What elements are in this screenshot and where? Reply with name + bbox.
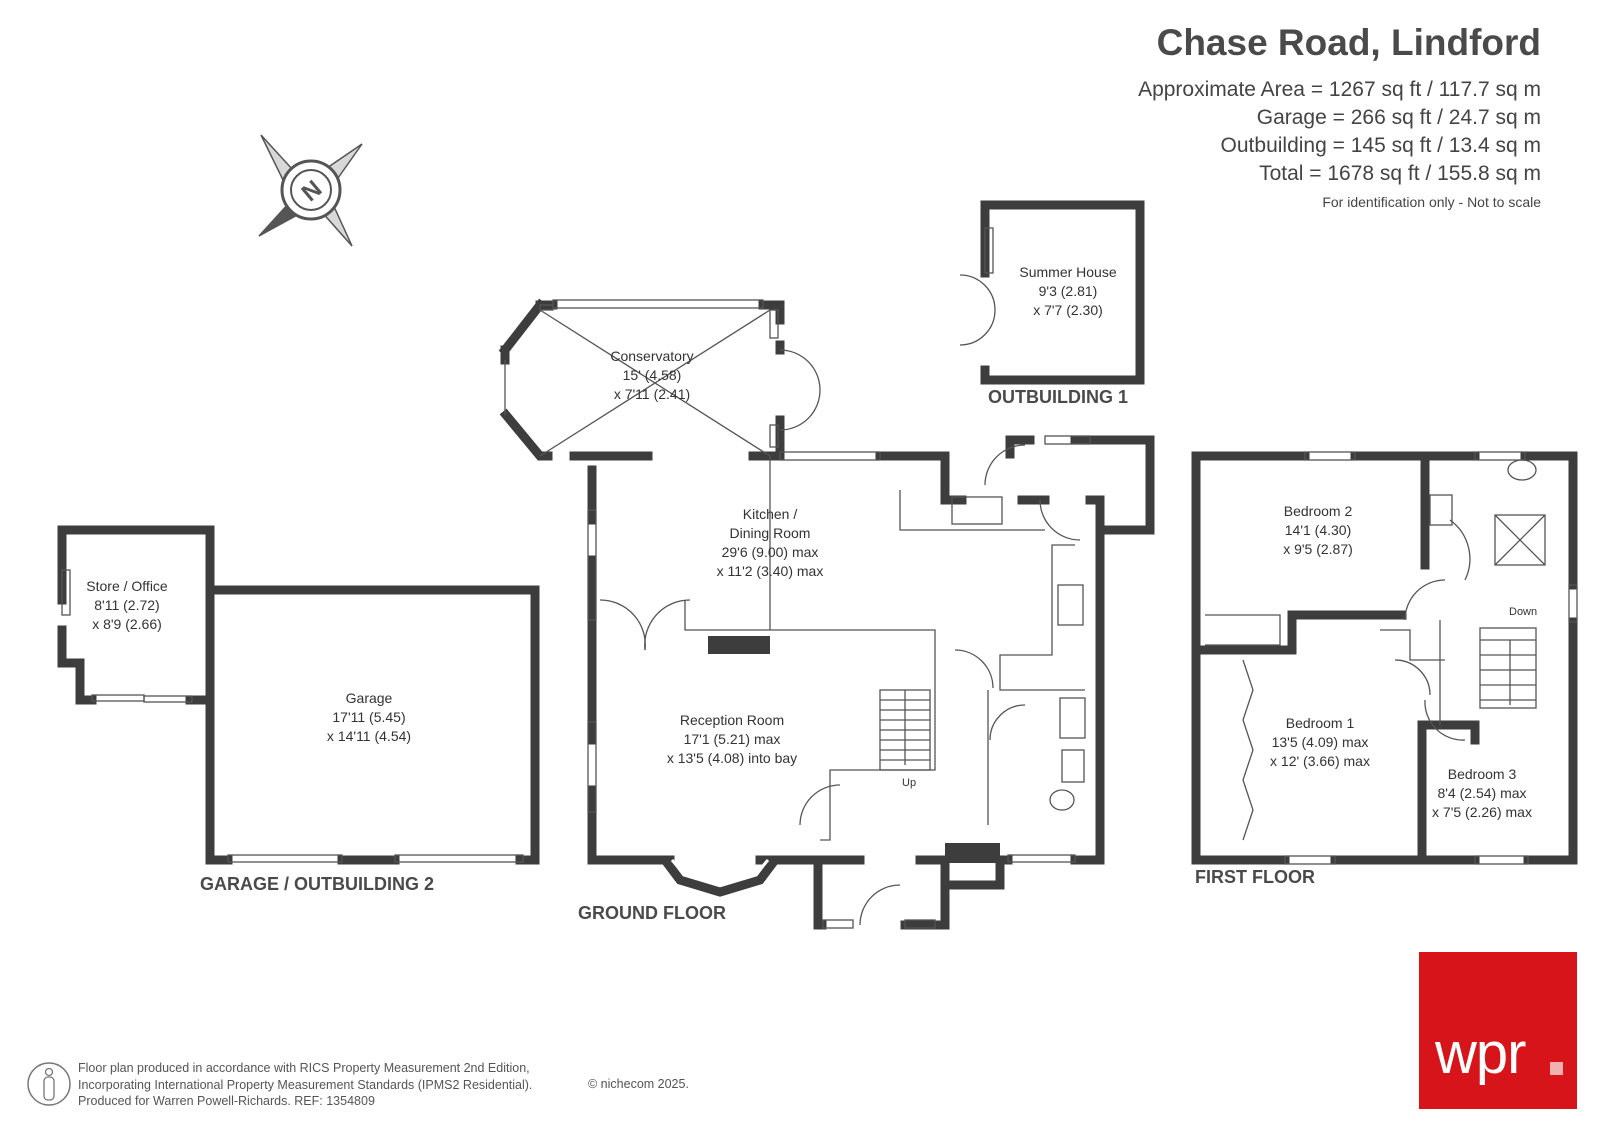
ground-floor-walls [569,435,1155,930]
garage-area: Garage = 266 sq ft / 24.7 sq m [1256,106,1541,129]
approximate-area: Approximate Area = 1267 sq ft / 117.7 sq… [1138,78,1541,101]
compass-icon: N [258,134,363,247]
copyright: © nichecom 2025. [588,1077,689,1091]
stairs-up-label: Up [902,777,917,789]
floor-label-first: FIRST FLOOR [1195,867,1315,887]
summer-house-walls [980,200,1145,385]
garage-walls [205,585,540,865]
total-area: Total = 1678 sq ft / 155.8 sq m [1259,162,1541,185]
floor-label-outbuilding-1: OUTBUILDING 1 [988,387,1129,407]
floor-label-garage-outbuilding-2: GARAGE / OUTBUILDING 2 [200,874,435,894]
wpr-logo: wpr [1419,952,1577,1109]
bay-window [661,857,779,897]
floor-label-ground: GROUND FLOOR [578,903,726,923]
scale-note: For identification only - Not to scale [1322,194,1541,210]
window [984,227,994,274]
property-title: Chase Road, Lindford [1156,22,1541,63]
chimney-breast [708,636,770,654]
store-office-walls [57,525,215,705]
footer-notes: Floor plan produced in accordance with R… [78,1061,533,1108]
staircase-first [1479,627,1537,709]
person-icon [27,1062,71,1106]
stairs-down-label: Down [1509,606,1538,618]
outbuilding-area: Outbuilding = 145 sq ft / 13.4 sq m [1220,134,1541,157]
